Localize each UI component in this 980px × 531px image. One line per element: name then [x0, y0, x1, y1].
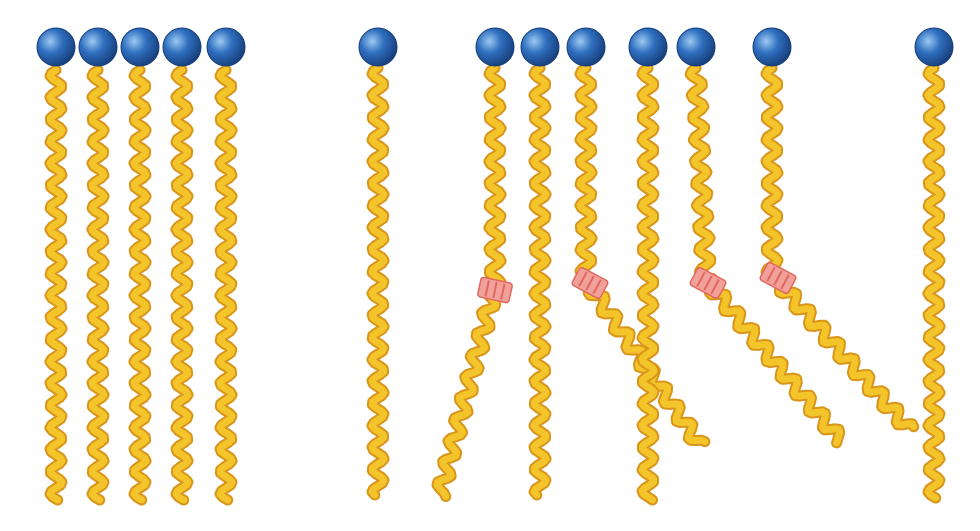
phosphate-head	[476, 28, 514, 66]
phosphate-head	[79, 28, 117, 66]
phosphate-head	[567, 28, 605, 66]
phosphate-head	[359, 28, 397, 66]
phosphate-head	[677, 28, 715, 66]
phosphate-head	[163, 28, 201, 66]
phosphate-head	[207, 28, 245, 66]
phosphate-head	[753, 28, 791, 66]
phosphate-head	[629, 28, 667, 66]
phosphate-head	[121, 28, 159, 66]
phosphate-head	[521, 28, 559, 66]
phosphate-head	[37, 28, 75, 66]
phosphate-head	[915, 28, 953, 66]
